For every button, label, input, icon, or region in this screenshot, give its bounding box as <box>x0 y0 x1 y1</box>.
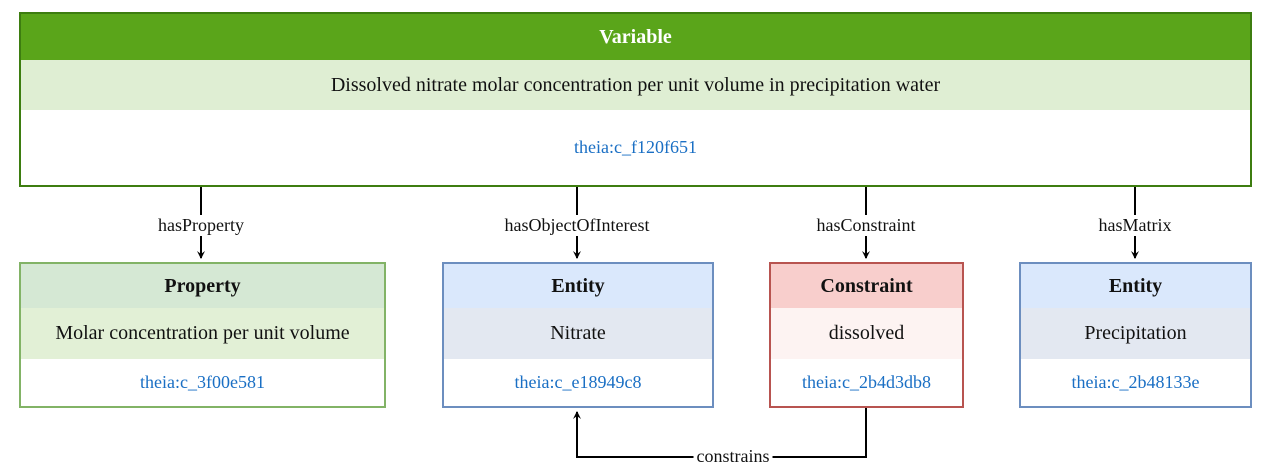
variable-label: Dissolved nitrate molar concentration pe… <box>21 60 1250 110</box>
property-label: Molar concentration per unit volume <box>21 308 384 359</box>
constrains-label: constrains <box>693 446 773 467</box>
constraint-uri[interactable]: theia:c_2b4d3db8 <box>771 359 962 406</box>
property-header: Property <box>21 264 384 308</box>
entity-object-uri[interactable]: theia:c_e18949c8 <box>444 359 712 406</box>
constraint-node[interactable]: Constraint dissolved theia:c_2b4d3db8 <box>769 262 964 408</box>
property-uri[interactable]: theia:c_3f00e581 <box>21 359 384 406</box>
entity-object-label: Nitrate <box>444 308 712 359</box>
property-node[interactable]: Property Molar concentration per unit vo… <box>19 262 386 408</box>
has-property-label: hasProperty <box>155 215 247 236</box>
variable-uri[interactable]: theia:c_f120f651 <box>21 110 1250 185</box>
has-constraint-label: hasConstraint <box>813 215 919 236</box>
entity-matrix-label: Precipitation <box>1021 308 1250 359</box>
entity-matrix-uri[interactable]: theia:c_2b48133e <box>1021 359 1250 406</box>
entity-object-node[interactable]: Entity Nitrate theia:c_e18949c8 <box>442 262 714 408</box>
entity-matrix-header: Entity <box>1021 264 1250 308</box>
has-object-of-interest-label: hasObjectOfInterest <box>501 215 653 236</box>
constraint-label: dissolved <box>771 308 962 359</box>
variable-header: Variable <box>21 14 1250 60</box>
entity-object-header: Entity <box>444 264 712 308</box>
has-matrix-label: hasMatrix <box>1095 215 1175 236</box>
constraint-header: Constraint <box>771 264 962 308</box>
entity-matrix-node[interactable]: Entity Precipitation theia:c_2b48133e <box>1019 262 1252 408</box>
variable-node[interactable]: Variable Dissolved nitrate molar concent… <box>19 12 1252 187</box>
